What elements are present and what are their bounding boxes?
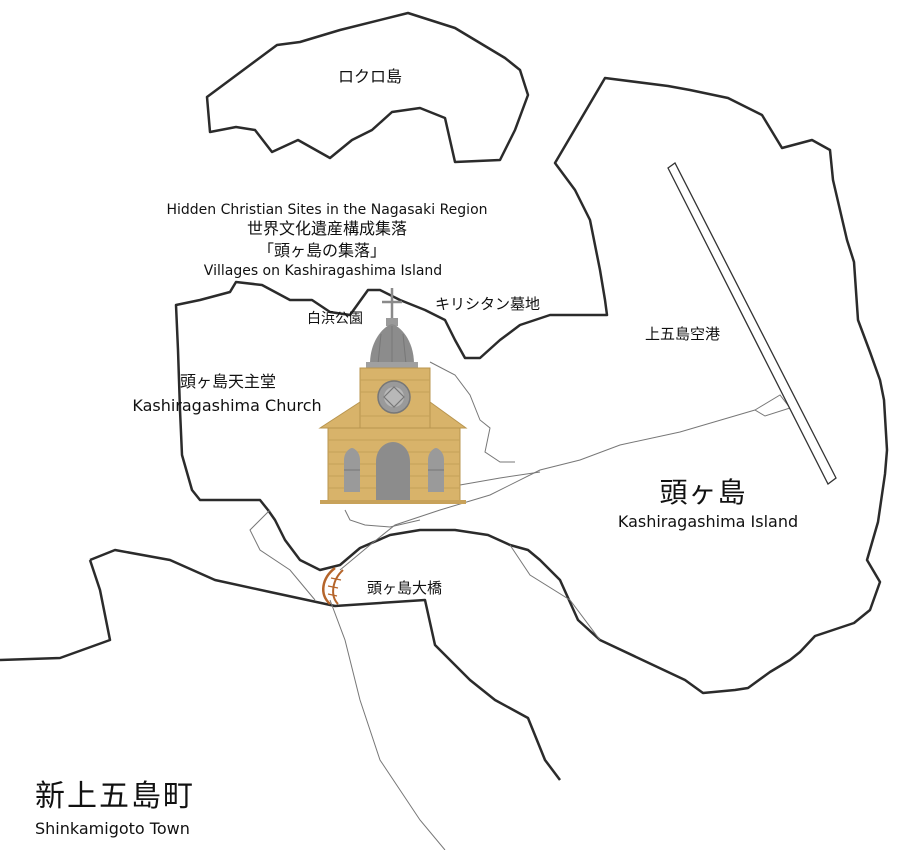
- label-rokuro-island: ロクロ島: [337, 67, 403, 86]
- label-town-en: Shinkamigoto Town: [35, 819, 190, 838]
- roads: [249, 361, 791, 850]
- label-heritage-ja: 世界文化遺産構成集落: [246, 219, 408, 238]
- label-town-ja: 新上五島町: [35, 779, 195, 814]
- bridge-icon: [322, 567, 344, 605]
- label-christian-cemetery: キリシタン墓地: [435, 295, 541, 313]
- label-island-ja: 頭ヶ島: [659, 476, 747, 509]
- label-island-en: Kashiragashima Island: [617, 512, 799, 531]
- label-village-en: Villages on Kashiragashima Island: [203, 263, 443, 279]
- church-icon: [318, 288, 468, 504]
- label-church-en: Kashiragashima Church: [132, 396, 322, 415]
- label-shirahama-park: 白浜公園: [307, 311, 363, 327]
- label-bridge: 頭ヶ島大橋: [367, 579, 443, 597]
- label-church-ja: 頭ヶ島天主堂: [179, 372, 277, 391]
- label-village-ja: 「頭ヶ島の集落」: [257, 241, 387, 260]
- rokuro-island-coastline: [205, 11, 530, 164]
- main-island-west-coast: [0, 559, 112, 662]
- label-heritage-en: Hidden Christian Sites in the Nagasaki R…: [166, 202, 488, 218]
- airport-runway: [667, 162, 837, 485]
- main-island-coastline: [89, 548, 561, 781]
- label-airport: 上五島空港: [645, 325, 721, 343]
- kashiragashima-coastline: [174, 76, 889, 695]
